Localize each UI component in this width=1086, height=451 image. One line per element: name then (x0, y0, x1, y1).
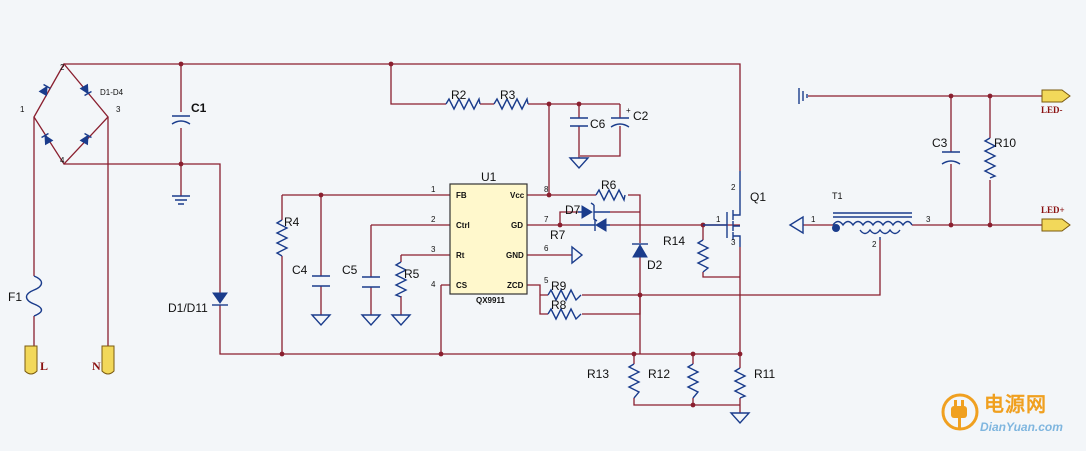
svg-text:2: 2 (731, 183, 736, 192)
svg-text:1: 1 (716, 215, 721, 224)
c1-capacitor (171, 115, 191, 125)
c3-capacitor (941, 151, 961, 165)
label-r5: R5 (404, 267, 420, 281)
ic-u1 (449, 183, 528, 295)
pin-vcc: Vcc (510, 191, 525, 200)
watermark-en: DianYuan.com (980, 420, 1063, 434)
transformer-t1 (832, 212, 913, 240)
label-c5: C5 (342, 263, 358, 277)
ic-pin-labels: FB Vcc Ctrl GD Rt GND CS ZCD QX9911 (456, 191, 525, 305)
svg-text:5: 5 (544, 276, 549, 285)
q1-mosfet (703, 171, 741, 247)
label-c6: C6 (590, 117, 606, 131)
label-r12: R12 (648, 367, 670, 381)
label-d-lower: D1/D11 (168, 301, 208, 315)
label-c2: C2 (633, 109, 649, 123)
svg-text:3: 3 (431, 245, 436, 254)
pin-cs: CS (456, 281, 468, 290)
label-r14: R14 (663, 234, 685, 248)
ground-symbols (172, 88, 808, 425)
svg-text:1: 1 (20, 105, 25, 114)
label-r13: R13 (587, 367, 609, 381)
label-d2: D2 (647, 258, 663, 272)
output-arrow (788, 215, 804, 235)
svg-text:3: 3 (731, 238, 736, 247)
pin-numbers: 2 1 3 4 1 2 3 4 5 6 7 8 1 2 3 1 2 3 (20, 63, 931, 289)
label-q1: Q1 (750, 190, 766, 204)
pin-rt: Rt (456, 251, 465, 260)
svg-text:2: 2 (431, 215, 436, 224)
label-c4: C4 (292, 263, 308, 277)
d7-zener (578, 202, 610, 232)
terminal-labels: L N LED- LED+ (40, 105, 1065, 373)
svg-text:4: 4 (60, 156, 65, 165)
bridge-rectifier (33, 62, 109, 166)
label-led-minus: LED- (1041, 105, 1063, 115)
label-n: N (92, 359, 101, 373)
label-r4: R4 (284, 215, 300, 229)
label-c3: C3 (932, 136, 948, 150)
fuse (25, 275, 43, 317)
svg-text:1: 1 (811, 215, 816, 224)
svg-text:1: 1 (431, 185, 436, 194)
plug-icon (941, 393, 979, 431)
label-r9: R9 (551, 279, 567, 293)
label-f1: F1 (8, 290, 22, 304)
d2-diode (632, 243, 648, 258)
wires (33, 63, 1042, 413)
c6-capacitor (570, 117, 588, 127)
svg-text:6: 6 (544, 244, 549, 253)
label-u1: U1 (481, 170, 497, 184)
c5-capacitor (362, 276, 380, 288)
label-r7: R7 (550, 228, 566, 242)
label-r10: R10 (994, 136, 1016, 150)
label-led-plus: LED+ (1041, 205, 1065, 215)
watermark-logo: 电源网 DianYuan.com (938, 386, 1084, 446)
pin-gnd: GND (506, 251, 524, 260)
label-t1: T1 (832, 191, 843, 201)
watermark-cn: 电源网 (984, 392, 1047, 416)
terminal-connectors (24, 89, 1071, 375)
label-d7: D7 (565, 203, 581, 217)
component-labels: D1-D4 F1 C1 D1/D11 R2 R3 C6 C2 U1 R4 C4 … (8, 88, 1016, 381)
svg-text:3: 3 (926, 215, 931, 224)
label-r3: R3 (500, 88, 516, 102)
svg-text:3: 3 (116, 105, 121, 114)
label-c1: C1 (191, 101, 207, 115)
pin-gd: GD (511, 221, 523, 230)
d-lower-diode (212, 292, 228, 306)
junction-dots (178, 61, 993, 408)
svg-text:+: + (626, 106, 631, 115)
svg-text:2: 2 (60, 63, 65, 72)
label-bridge: D1-D4 (100, 88, 124, 97)
svg-text:7: 7 (544, 215, 549, 224)
pin-fb: FB (456, 191, 467, 200)
label-l: L (40, 359, 48, 373)
label-r2: R2 (451, 88, 467, 102)
label-r8: R8 (551, 298, 567, 312)
c4-capacitor (312, 275, 330, 287)
pin-ctrl: Ctrl (456, 221, 470, 230)
ic-part-number: QX9911 (476, 296, 505, 305)
label-r6: R6 (601, 178, 617, 192)
resistors (275, 96, 997, 399)
svg-text:2: 2 (872, 240, 877, 249)
svg-text:8: 8 (544, 185, 549, 194)
label-r11: R11 (754, 367, 775, 381)
pin-zcd: ZCD (507, 281, 524, 290)
c2-capacitor: + (610, 106, 631, 128)
svg-text:4: 4 (431, 280, 436, 289)
